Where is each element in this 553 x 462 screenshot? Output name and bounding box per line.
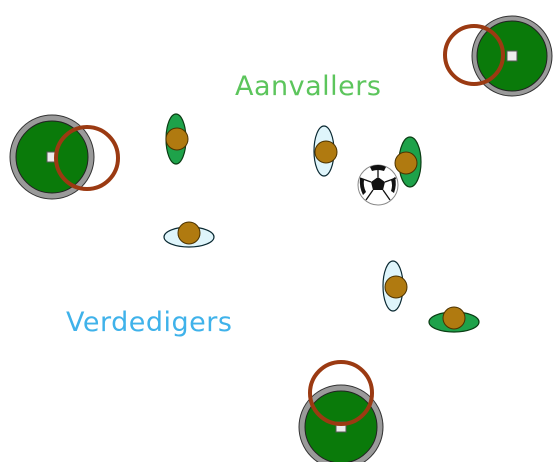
defender-player-3	[382, 260, 408, 312]
goal-top-right	[443, 15, 553, 97]
defender-player-1	[313, 125, 338, 177]
attacker-player-2	[394, 136, 422, 188]
goal-ring	[443, 24, 505, 86]
attackers-label: Aanvallers	[235, 71, 382, 102]
attacker-player-3	[428, 306, 480, 333]
goal-ring	[308, 360, 374, 426]
defender-player-2	[163, 221, 215, 248]
goal-bottom	[298, 360, 384, 462]
soccer-ball-icon	[357, 164, 399, 206]
goal-ring	[54, 125, 120, 191]
defenders-label: Verdedigers	[66, 307, 233, 338]
attacker-player-1	[165, 113, 189, 165]
goal-left	[9, 114, 120, 200]
